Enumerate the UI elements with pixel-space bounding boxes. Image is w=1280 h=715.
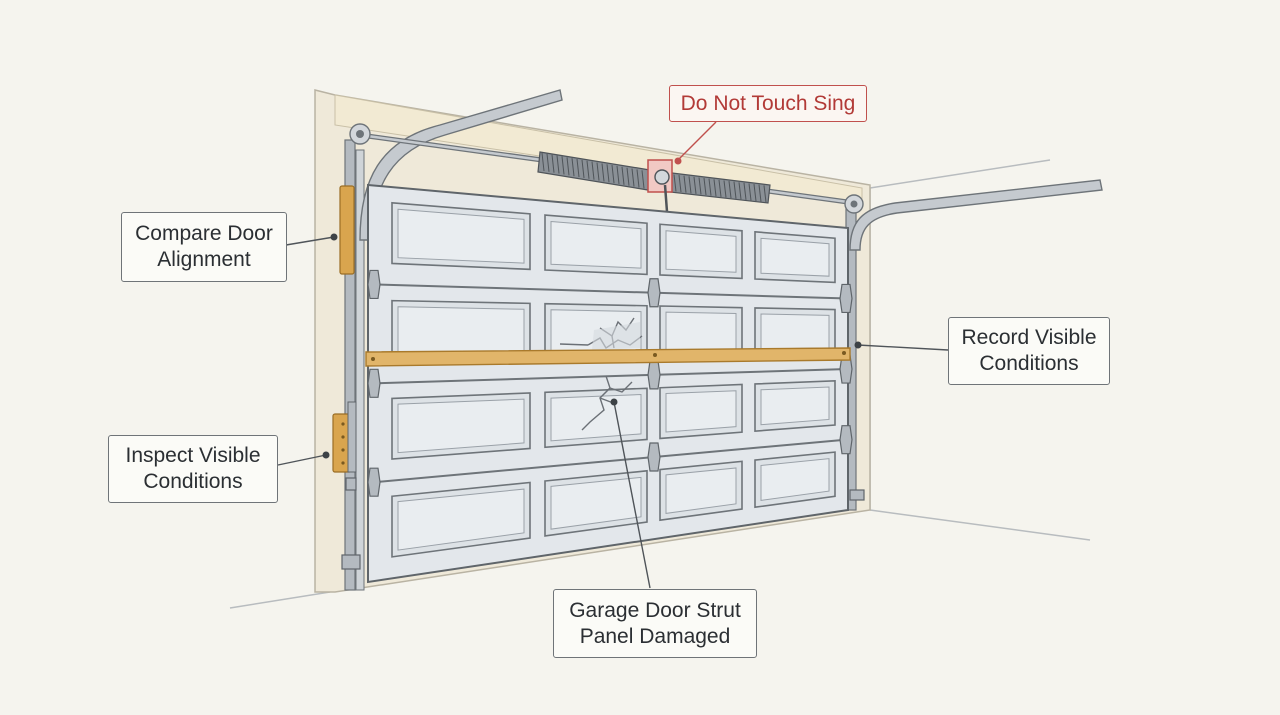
spring-coil	[738, 182, 742, 200]
roller-bracket-icon	[341, 477, 865, 570]
strut-damage-line-2: Panel Damaged	[579, 624, 731, 648]
strut-damage-line-1: Garage Door Strut	[569, 598, 741, 622]
hinge	[367, 467, 381, 497]
spring-coil	[678, 175, 682, 193]
spring-coil	[703, 178, 707, 196]
door-raised-panels	[391, 201, 836, 558]
spring-coil	[591, 161, 595, 180]
spring-coil	[673, 174, 677, 192]
hinge	[839, 283, 853, 314]
spring-warning-line-1: Do Not Touch Sing	[680, 91, 856, 115]
spring-coil	[631, 168, 635, 187]
panel-seam	[367, 438, 849, 484]
spring-coil	[561, 156, 565, 175]
record-conditions-callout: Record Visible Conditions	[948, 317, 1110, 385]
hinge	[647, 360, 661, 390]
raised-panel-inner	[397, 398, 525, 454]
hinge-icon	[367, 269, 853, 497]
spring-coil	[546, 153, 550, 172]
spring-coil	[616, 165, 620, 185]
spring-coil	[596, 162, 600, 181]
hinge	[839, 425, 853, 455]
left-drum-hub	[356, 130, 364, 138]
right-curved-track	[849, 179, 1103, 251]
spring-coil	[758, 184, 762, 202]
spring-coil	[688, 176, 692, 194]
panel-seam	[367, 283, 849, 300]
spring-coil	[708, 178, 712, 196]
panel-seams	[367, 283, 849, 484]
spring-coil	[753, 184, 757, 202]
spring-coil	[733, 181, 737, 199]
panel-seam	[367, 368, 849, 385]
spring-coil	[693, 176, 697, 194]
raised-panel-inner	[760, 313, 830, 350]
spring-coil	[698, 177, 702, 195]
raised-panel-inner	[760, 458, 830, 501]
strut-damage-callout: Garage Door Strut Panel Damaged	[553, 589, 757, 658]
record-conditions-line-1: Record Visible	[961, 326, 1097, 349]
spring-coil	[728, 181, 732, 199]
hinge	[647, 278, 661, 308]
hinge	[647, 442, 661, 472]
leader-dots	[322, 157, 862, 459]
spring-coil	[606, 164, 610, 183]
spring-coil	[683, 175, 687, 193]
spring-coil	[641, 170, 645, 189]
crack-shadow	[592, 322, 640, 350]
spring-center-bracket	[654, 169, 670, 185]
spring-coil	[586, 160, 590, 179]
raised-panel-inner	[665, 390, 737, 433]
lower-wood-bracket	[332, 401, 357, 473]
spring-coil	[718, 179, 722, 197]
record-conditions-line-2: Conditions	[979, 352, 1079, 375]
spring-coil	[748, 183, 752, 201]
raised-panel-inner	[397, 208, 525, 264]
spring-coil	[601, 163, 605, 182]
spring-coil	[621, 166, 625, 185]
raised-panel-inner	[397, 306, 525, 356]
garage-door	[367, 183, 853, 584]
door-alignment-callout: Compare Door Alignment	[121, 212, 287, 282]
spring-coil	[576, 159, 580, 178]
raised-panel-inner	[550, 220, 642, 269]
torsion-spring-icon	[537, 151, 771, 234]
spring-coil	[571, 158, 575, 177]
upper-wood-bracket	[339, 185, 355, 275]
spring-coil	[566, 157, 570, 176]
spring-coil	[611, 165, 615, 184]
raised-panel-inner	[665, 467, 737, 514]
raised-panel-inner	[665, 311, 737, 352]
raised-panel-inner	[760, 386, 830, 426]
raised-panel-inner	[550, 476, 642, 530]
spring-coil	[763, 185, 767, 203]
door-strut	[365, 347, 851, 367]
inspect-conditions-line-1: Inspect Visible	[125, 444, 261, 467]
right-drum-hub	[850, 200, 858, 208]
door-alignment-line-2: Alignment	[157, 248, 251, 271]
inspect-conditions-line-2: Conditions	[143, 470, 243, 493]
door-alignment-line-1: Compare Door	[135, 222, 273, 245]
spring-coil	[743, 182, 747, 200]
spring-coil	[556, 155, 560, 174]
spring-coil	[636, 169, 640, 188]
spring-coil	[723, 180, 727, 198]
hinge	[367, 368, 381, 398]
hinge	[367, 269, 381, 300]
spring-coil	[713, 179, 717, 197]
raised-panel-inner	[665, 230, 737, 273]
callout-leaders	[277, 121, 949, 589]
raised-panel-inner	[397, 488, 525, 551]
spring-coil	[551, 154, 555, 173]
raised-panel-inner	[760, 237, 830, 277]
spring-coil	[541, 152, 545, 172]
inspect-conditions-callout: Inspect Visible Conditions	[108, 435, 278, 503]
spring-warning-callout: Do Not Touch Sing	[669, 85, 867, 122]
spring-coil	[626, 167, 630, 186]
spring-coil	[581, 159, 585, 178]
left-vertical-track	[344, 139, 365, 591]
